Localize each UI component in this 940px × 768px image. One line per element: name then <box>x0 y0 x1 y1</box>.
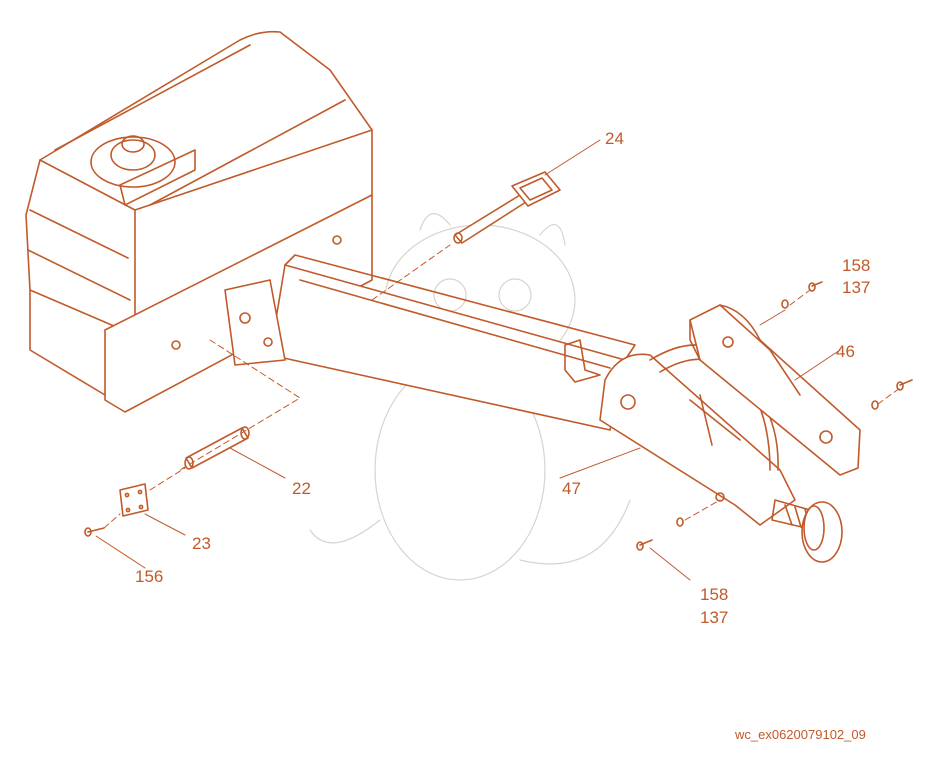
assembly-guide-lines <box>103 244 901 529</box>
callout-158-top: 158 <box>842 256 870 275</box>
callout-23: 23 <box>192 534 211 553</box>
part-158-137-top <box>781 281 913 410</box>
part-23-plate <box>119 483 149 517</box>
callout-22: 22 <box>292 479 311 498</box>
part-156-screw <box>84 527 105 537</box>
callout-137-bottom: 137 <box>700 608 728 627</box>
callout-137-top: 137 <box>842 278 870 297</box>
part-46-clamp <box>689 304 861 476</box>
callout-24: 24 <box>605 129 624 148</box>
callout-46: 46 <box>836 342 855 361</box>
drawing-code: wc_ex0620079102_09 <box>735 727 866 742</box>
part-24-pin <box>453 171 561 244</box>
tow-bar-beam <box>224 254 636 431</box>
part-158-137-bottom <box>636 517 684 551</box>
callout-47: 47 <box>562 479 581 498</box>
fuel-cap-icon <box>90 135 196 206</box>
callout-156: 156 <box>135 567 163 586</box>
callout-158-bottom: 158 <box>700 585 728 604</box>
leader-lines <box>95 139 841 581</box>
knob-with-spring <box>771 499 843 563</box>
